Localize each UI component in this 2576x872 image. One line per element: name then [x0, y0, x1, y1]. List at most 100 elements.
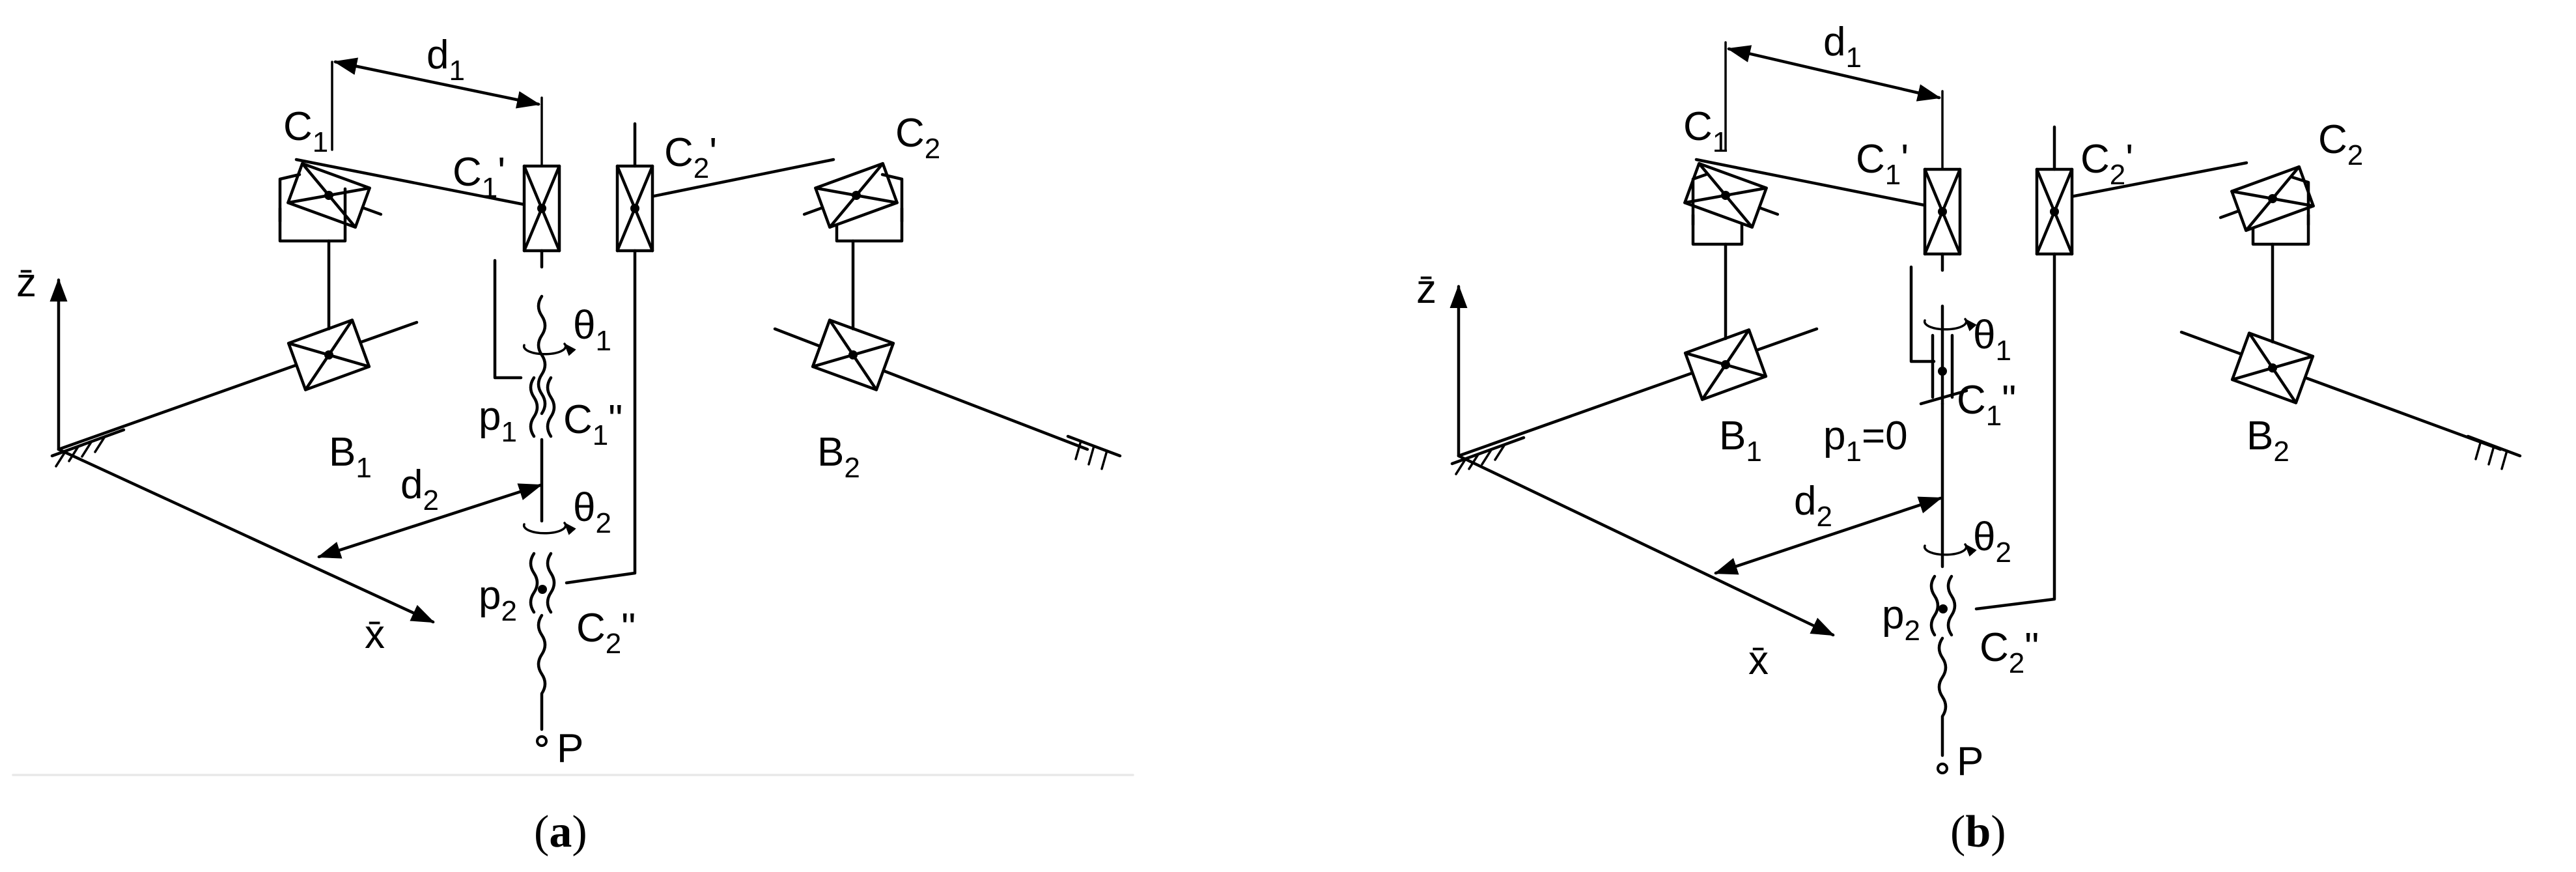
joint-c1p-b	[1923, 167, 1962, 256]
label-d1-b: d1	[1823, 20, 1862, 74]
svg-text:C1': C1'	[1856, 137, 1909, 191]
link-b1-c1-b	[1691, 213, 1728, 341]
svg-text:C2": C2"	[1980, 625, 2039, 679]
label-c1p-b: C1'	[1856, 137, 1909, 191]
label-p2: p2	[479, 573, 517, 627]
link-b1-c1	[278, 206, 331, 331]
link-ground-b1	[57, 320, 419, 451]
link-c2-c2p-b	[2059, 161, 2248, 201]
joint-c2p-b	[2035, 167, 2074, 256]
caption-a: (a)	[534, 807, 587, 857]
svg-text:C2: C2	[895, 111, 940, 165]
theta2-arc-b	[1923, 543, 1977, 557]
joint-b1	[287, 318, 371, 391]
joint-b2	[811, 318, 895, 391]
label-c2pp: C2"	[576, 606, 636, 660]
svg-text:θ1: θ1	[1973, 313, 2011, 367]
svg-text:θ1: θ1	[573, 303, 611, 357]
caption-b: (b)	[1950, 807, 2006, 857]
link-c1-c1p	[294, 158, 529, 207]
svg-text:C2": C2"	[576, 606, 636, 660]
svg-text:B2: B2	[817, 430, 860, 484]
joint-c2p	[615, 164, 654, 253]
svg-text:θ2: θ2	[1973, 514, 2011, 569]
svg-text:C1: C1	[1683, 104, 1728, 158]
theta1-arc-b	[1923, 318, 1977, 331]
joint-c1	[287, 162, 383, 229]
c1-bracket-b	[1691, 173, 1708, 227]
label-c2-b: C2	[2318, 117, 2363, 171]
svg-text:B1: B1	[329, 430, 372, 484]
ground-hatch-left-b	[1450, 436, 1526, 475]
label-c2p: C2'	[664, 130, 717, 184]
link-c1-c1p-b	[1694, 158, 1926, 207]
ground-hatch-left	[50, 428, 126, 468]
svg-text:d1: d1	[427, 33, 465, 87]
joint-b2-b	[2230, 331, 2315, 404]
d1-arrow-b	[1727, 45, 1941, 102]
helical-c2pp-b	[546, 552, 556, 614]
svg-text:C2': C2'	[2080, 137, 2133, 191]
x-axis	[57, 447, 435, 624]
c2-bracket	[880, 173, 904, 223]
d2-arrow-b	[1714, 496, 1942, 575]
svg-text:d2: d2	[1794, 479, 1832, 533]
d2-arrow	[317, 483, 542, 559]
link-c2-down	[565, 249, 637, 585]
p2-point	[538, 585, 547, 594]
theta1-arc	[522, 343, 576, 356]
label-d2-b: d2	[1794, 479, 1832, 533]
svg-text:C1": C1"	[563, 397, 623, 451]
svg-text:B2: B2	[2247, 414, 2289, 468]
theta2-arc	[522, 522, 576, 535]
c1-bracket	[278, 173, 301, 223]
label-theta1: θ1	[573, 303, 611, 357]
link-ground-b2-b	[2179, 330, 2502, 451]
svg-text:B1: B1	[1719, 414, 1762, 468]
svg-text:θ2: θ2	[573, 485, 611, 539]
label-b1: B1	[329, 430, 372, 484]
svg-text:C2': C2'	[664, 130, 717, 184]
joint-b1-b	[1683, 328, 1768, 401]
label-c2pp-b: C2"	[1980, 625, 2039, 679]
helical-c2pp-a	[529, 552, 539, 614]
label-p2-b: p2	[1882, 593, 1920, 647]
label-theta2: θ2	[573, 485, 611, 539]
tool-point-p	[536, 735, 548, 747]
svg-text:C2: C2	[2318, 117, 2363, 171]
label-d1: d1	[427, 33, 465, 87]
label-d2: d2	[400, 462, 439, 516]
svg-text:d1: d1	[1823, 20, 1862, 74]
link-b2-c2	[851, 206, 904, 331]
prismatic-c1pp-cap	[1919, 389, 1968, 406]
panel-b: d1 C1 C1' C2' C2 B1 B2 θ1 θ2 p1=0 C1" d2…	[1412, 20, 2534, 857]
label-b2-b: B2	[2247, 414, 2289, 468]
ground-hatch-right	[1066, 434, 1122, 470]
svg-text:p2: p2	[1882, 593, 1920, 647]
label-b2: B2	[817, 430, 860, 484]
label-theta1-b: θ1	[1973, 313, 2011, 367]
svg-text:p1: p1	[479, 394, 517, 448]
link-b2-c2-b	[2271, 213, 2310, 344]
label-c1: C1	[283, 104, 328, 158]
tool-point-p-b	[1937, 763, 1948, 774]
c2-bracket-b	[2290, 175, 2310, 227]
label-c2p-b: C2'	[2080, 137, 2133, 191]
label-p: P	[557, 726, 583, 771]
svg-text:d2: d2	[400, 462, 439, 516]
tool-axis-bottom-b	[1937, 636, 1948, 757]
p2-point-b	[1939, 604, 1948, 613]
label-x-axis-b: x̄	[1748, 638, 1769, 683]
svg-text:p2: p2	[479, 573, 517, 627]
svg-text:C1': C1'	[453, 150, 505, 204]
helical-c2pp-b-b	[1946, 574, 1957, 637]
label-z-axis: z̄	[16, 260, 36, 305]
label-c2: C2	[895, 111, 940, 165]
label-c1-b: C1	[1683, 104, 1728, 158]
helical-c1pp-a	[529, 376, 539, 438]
label-x-axis: x̄	[365, 612, 385, 657]
joint-c2	[802, 162, 899, 229]
p1-point	[1938, 367, 1947, 376]
x-axis-b	[1457, 454, 1835, 637]
link-ground-b1-b	[1457, 327, 1819, 458]
